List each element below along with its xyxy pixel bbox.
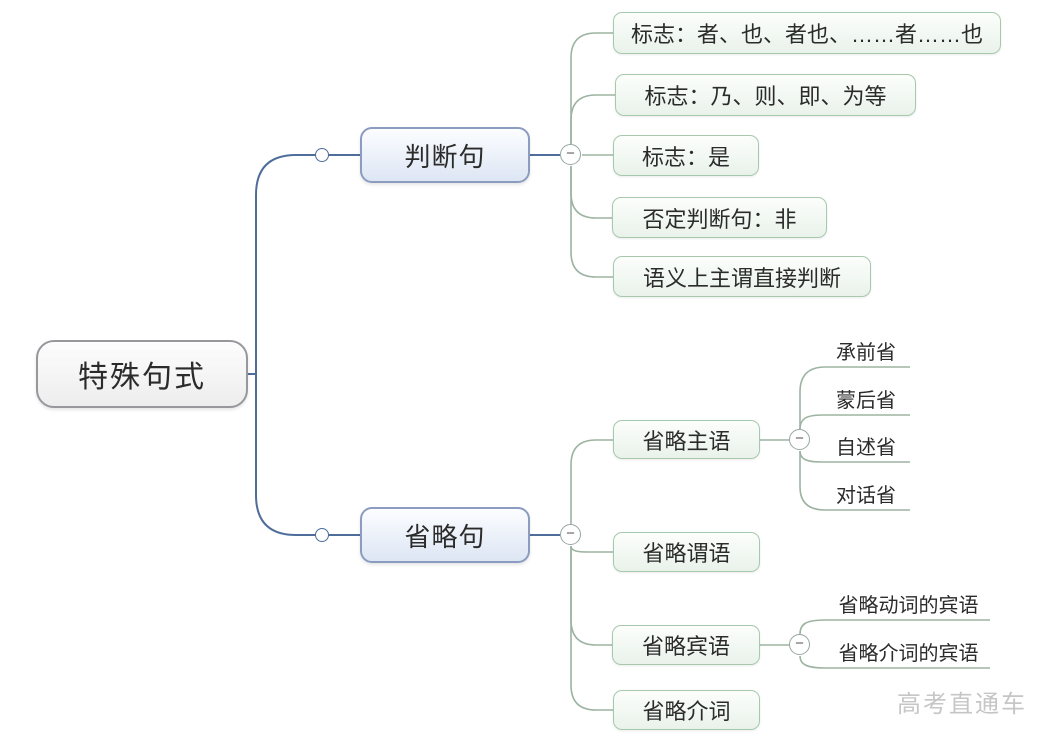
connector-panduan-child-2	[570, 94, 615, 144]
leaf-node-omitted-preposition[interactable]: 省略介词	[613, 690, 760, 730]
root-node-special-sentence-patterns[interactable]: 特殊句式	[36, 340, 248, 408]
collapse-button-omitted-object[interactable]: −	[789, 634, 810, 655]
subleaf-node-chengqiansheng[interactable]: 承前省	[836, 342, 896, 364]
branch-node-judgment-sentence[interactable]: 判断句	[360, 127, 530, 183]
connector-binyu-child-1	[799, 619, 990, 635]
collapse-button-elliptical[interactable]: −	[560, 524, 581, 545]
subleaf-node-omitted-verb-object[interactable]: 省略动词的宾语	[838, 595, 979, 617]
leaf-node-omitted-object[interactable]: 省略宾语	[612, 625, 760, 665]
connector-zhuyu-child-4	[799, 451, 910, 511]
collapse-button-omitted-subject[interactable]: −	[789, 429, 810, 450]
connector-binyu-child-2	[799, 655, 990, 669]
leaf-node-marker-shi[interactable]: 标志：是	[613, 135, 759, 176]
connector-shenglue-child-3	[570, 546, 612, 646]
leaf-node-omitted-subject[interactable]: 省略主语	[613, 420, 760, 459]
collapse-button-judgment[interactable]: −	[560, 144, 581, 165]
leaf-node-omitted-predicate[interactable]: 省略谓语	[613, 532, 760, 572]
connector-panduan-child-4	[570, 166, 612, 219]
connector-shenglue-child-2	[570, 545, 613, 553]
watermark-gaokao-zhitongche: 高考直通车	[897, 691, 1027, 718]
leaf-node-marker-zhe-ye[interactable]: 标志：者、也、者也、……者……也	[613, 12, 1001, 54]
subleaf-node-omitted-preposition-object[interactable]: 省略介词的宾语	[838, 643, 979, 665]
connector-shenglue-child-4	[570, 546, 613, 711]
leaf-node-negative-judgment-fei[interactable]: 否定判断句：非	[612, 197, 827, 238]
connector-panduan-child-5	[570, 166, 613, 278]
connector-shenglue-child-1	[570, 439, 613, 524]
junction-dot	[315, 148, 329, 162]
connector-zhuyu-child-1	[799, 366, 910, 429]
subleaf-node-duihuasheng[interactable]: 对话省	[836, 485, 896, 507]
leaf-node-marker-nai-ze-ji-wei[interactable]: 标志：乃、则、即、为等	[615, 74, 916, 116]
branch-node-elliptical-sentence[interactable]: 省略句	[360, 507, 530, 563]
leaf-node-direct-judgment[interactable]: 语义上主谓直接判断	[613, 256, 871, 297]
connector-root-to-branches	[255, 154, 360, 536]
junction-dot	[315, 528, 329, 542]
subleaf-node-zishusheng[interactable]: 自述省	[836, 437, 896, 459]
subleaf-node-menghousheng[interactable]: 蒙后省	[836, 390, 896, 412]
connector-zhuyu-child-2	[799, 414, 910, 430]
connector-panduan-child-1	[570, 32, 613, 144]
